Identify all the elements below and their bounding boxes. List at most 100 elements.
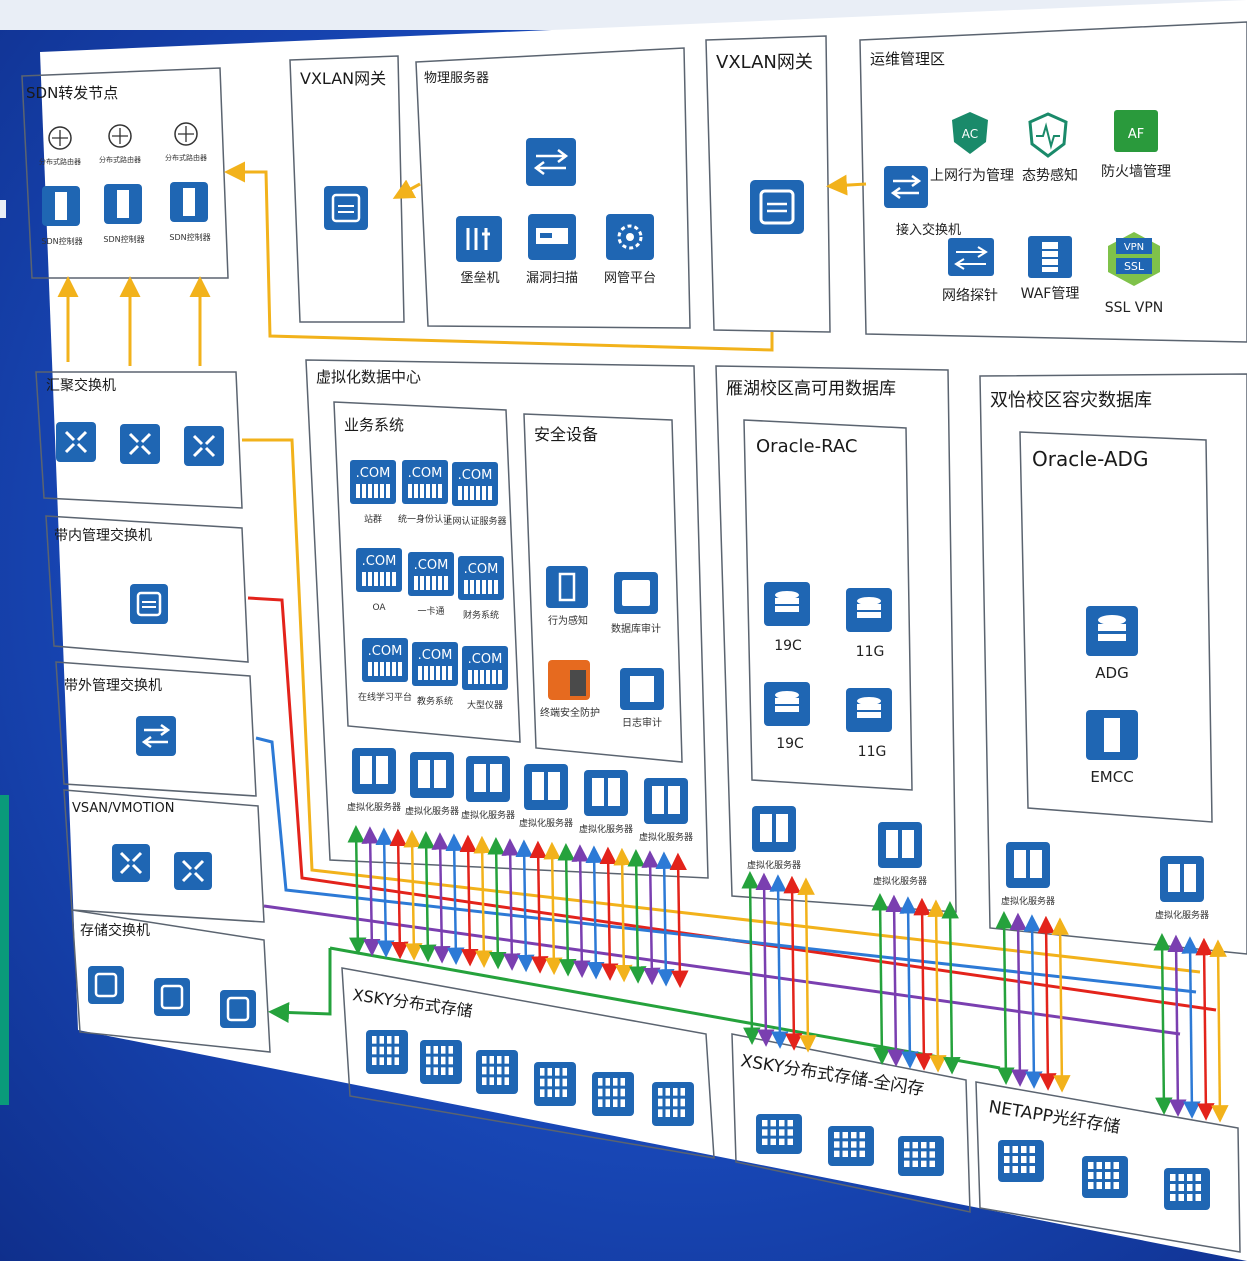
outband-switch-icon	[136, 716, 176, 756]
svg-text:VPN: VPN	[1124, 242, 1144, 253]
outband-link	[255, 736, 1197, 994]
inband-title: 带内管理交换机	[54, 527, 152, 544]
business-app-label: 在线学习平台	[358, 691, 412, 703]
zone-sdn	[21, 67, 229, 279]
router-label: 分布式路由器	[39, 157, 81, 166]
storage-switch-icon	[220, 990, 256, 1028]
adg-database-icon	[1086, 606, 1138, 656]
business-app-icon: .COM	[462, 646, 508, 690]
switch-icon	[174, 852, 212, 890]
virtualization-servers: 虚拟化服务器虚拟化服务器虚拟化服务器虚拟化服务器虚拟化服务器虚拟化服务器虚拟化服…	[347, 748, 1209, 921]
security-devices: 行为感知 数据库审计 终端安全防护 日志审计	[540, 566, 664, 729]
security-title: 安全设备	[534, 425, 598, 444]
switch-icon	[56, 422, 96, 462]
business-apps: .COM站群.COM统一身份认证.COM上网认证服务器.COMOA.COM一卡通…	[350, 460, 508, 711]
zone-inband	[45, 515, 249, 663]
emcc-label: EMCC	[1090, 768, 1133, 786]
storage-arrays	[366, 1030, 1210, 1210]
business-app-icon: .COM	[402, 460, 448, 504]
server-icon	[104, 184, 142, 224]
storage-array-icon	[828, 1126, 874, 1166]
storage-array-icon	[898, 1136, 944, 1176]
vsan-switch-icons	[112, 844, 212, 890]
svg-text:.COM: .COM	[464, 562, 499, 577]
zone-storage-sw	[71, 909, 271, 1053]
router-icon	[174, 122, 198, 146]
bastion-label: 堡垒机	[460, 270, 499, 286]
virtual-server-label: 虚拟化服务器	[873, 875, 927, 887]
virtual-server-label: 虚拟化服务器	[1001, 895, 1055, 907]
access-switch-label: 接入交换机	[896, 222, 961, 238]
db-version-label: 11G	[856, 644, 885, 660]
virtual-server-label: 虚拟化服务器	[461, 809, 515, 821]
log-audit-icon	[620, 668, 664, 710]
vsan-title: VSAN/VMOTION	[72, 801, 174, 816]
storage-array-icon	[756, 1114, 802, 1154]
storage-switch-icon	[154, 978, 190, 1016]
svg-text:.COM: .COM	[414, 558, 449, 573]
zone-oracle-adg	[1019, 431, 1213, 823]
svg-text:.COM: .COM	[368, 644, 403, 659]
virtual-server-icon	[752, 806, 796, 852]
vxlan-left-title: VXLAN网关	[300, 69, 386, 88]
switch-icon	[184, 426, 224, 466]
business-app-icon: .COM	[362, 638, 408, 682]
vdc-title: 虚拟化数据中心	[316, 368, 421, 386]
switch-icon	[120, 424, 160, 464]
behavior-sense-icon	[546, 566, 588, 608]
shuangyi-title: 双怡校区容灾数据库	[990, 390, 1152, 411]
scanner-icon	[528, 214, 576, 260]
business-app-icon: .COM	[412, 642, 458, 686]
zone-physical	[415, 47, 691, 329]
db-version-label: 19C	[774, 638, 802, 654]
security-label: 终端安全防护	[540, 706, 600, 719]
storage-link	[268, 948, 332, 1024]
zone-vdc	[305, 359, 709, 879]
physical-title: 物理服务器	[424, 70, 489, 86]
database-icon	[764, 582, 810, 626]
agg-title: 汇聚交换机	[46, 377, 116, 394]
ops-to-vxlan	[826, 174, 867, 196]
ops-label: 防火墙管理	[1101, 164, 1171, 180]
zone-titles: SDN转发节点 VXLAN网关 物理服务器 VXLAN网关 运维管理区 汇聚交换…	[26, 50, 1152, 1138]
svg-text:AF: AF	[1128, 127, 1144, 142]
adg-items: ADG EMCC	[1086, 606, 1138, 786]
zone-outband	[55, 661, 257, 797]
endpoint-security-icon	[548, 660, 590, 700]
zone-ops	[859, 21, 1247, 343]
zone-xsky	[341, 967, 715, 1159]
router-label: 分布式路由器	[165, 153, 207, 162]
situation-icon	[1028, 112, 1068, 158]
zone-netapp	[975, 1081, 1241, 1253]
virtual-server-label: 虚拟化服务器	[747, 859, 801, 871]
sdn-routers: 分布式路由器 分布式路由器 分布式路由器	[39, 122, 207, 166]
business-app-label: 站群	[364, 513, 382, 525]
zone-vsan	[63, 789, 265, 923]
zone-business	[333, 401, 521, 743]
waf-icon	[1028, 236, 1072, 278]
vxlan-right-title: VXLAN网关	[716, 52, 813, 73]
ops-label: 态势感知	[1022, 167, 1078, 184]
server-icon	[42, 186, 80, 226]
business-app-label: 一卡通	[417, 605, 444, 617]
agg-switch-icons	[56, 422, 224, 466]
zone-vxlan-left	[289, 55, 405, 323]
nms-gear-icon	[606, 214, 654, 260]
router-icon	[108, 124, 132, 148]
virtual-server-label: 虚拟化服务器	[347, 801, 401, 813]
bastion-icon	[456, 216, 502, 262]
storage-array-icon	[420, 1040, 462, 1084]
storage-switch-icons	[88, 966, 256, 1028]
security-label: 日志审计	[622, 716, 662, 729]
database-icon	[846, 688, 892, 732]
router-label: 分布式路由器	[99, 155, 141, 164]
zone-vxlan-right	[705, 35, 831, 333]
rac-databases: 19C 11G 19C 11G	[764, 582, 892, 760]
virtual-server-label: 虚拟化服务器	[579, 823, 633, 835]
business-app-label: OA	[372, 603, 386, 613]
svg-text:.COM: .COM	[468, 652, 503, 667]
svg-text:.COM: .COM	[362, 554, 397, 569]
virtual-server-icon	[466, 756, 510, 802]
controller-label: SDN控制器	[41, 236, 82, 246]
virtual-server-label: 虚拟化服务器	[405, 805, 459, 817]
